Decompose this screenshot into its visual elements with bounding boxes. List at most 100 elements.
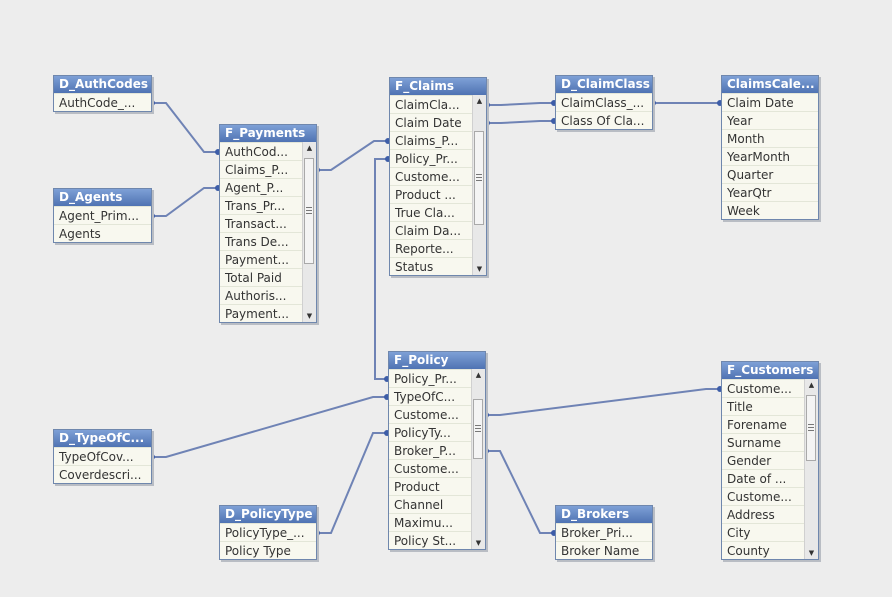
field-row[interactable]: Status <box>390 257 472 275</box>
field-row[interactable]: Claims_P... <box>220 160 302 178</box>
field-row[interactable]: City <box>722 523 804 541</box>
scroll-thumb[interactable] <box>473 399 483 459</box>
field-row[interactable]: Month <box>722 129 818 147</box>
field-row[interactable]: True Cla... <box>390 203 472 221</box>
table-title[interactable]: F_Policy <box>389 352 485 369</box>
scroll-down-arrow-icon[interactable]: ▼ <box>476 265 483 273</box>
field-row[interactable]: PolicyTy... <box>389 423 471 441</box>
field-list: Broker_Pri...Broker Name <box>556 523 652 559</box>
field-row[interactable]: TypeOfC... <box>389 387 471 405</box>
field-row[interactable]: Trans_Pr... <box>220 196 302 214</box>
table-title[interactable]: D_Agents <box>54 189 151 206</box>
field-row[interactable]: Claims_P... <box>390 131 472 149</box>
field-row[interactable]: Claim Date <box>722 93 818 111</box>
field-row[interactable]: Quarter <box>722 165 818 183</box>
scroll-thumb[interactable] <box>304 158 314 264</box>
field-row[interactable]: Forename <box>722 415 804 433</box>
field-row[interactable]: YearMonth <box>722 147 818 165</box>
field-row[interactable]: Gender <box>722 451 804 469</box>
field-row[interactable]: Date of ... <box>722 469 804 487</box>
table-title[interactable]: D_Brokers <box>556 506 652 523</box>
table-title[interactable]: F_Claims <box>390 78 486 95</box>
scroll-down-arrow-icon[interactable]: ▼ <box>475 539 482 547</box>
table-typeofcover[interactable]: D_TypeOfC...TypeOfCov...Coverdescri... <box>53 429 152 484</box>
field-row[interactable]: Year <box>722 111 818 129</box>
link-authcodes-payments <box>152 102 218 153</box>
field-row[interactable]: Surname <box>722 433 804 451</box>
scroll-down-arrow-icon[interactable]: ▼ <box>808 549 815 557</box>
field-row[interactable]: Broker Name <box>556 541 652 559</box>
field-row[interactable]: Address <box>722 505 804 523</box>
scroll-thumb[interactable] <box>474 131 484 225</box>
vertical-scrollbar[interactable]: ▲▼ <box>302 142 316 322</box>
field-row[interactable]: TypeOfCov... <box>54 447 151 465</box>
field-row[interactable]: Custome... <box>722 487 804 505</box>
field-row[interactable]: Agents <box>54 224 151 242</box>
scroll-up-arrow-icon[interactable]: ▲ <box>306 144 313 152</box>
field-row[interactable]: Maximu... <box>389 513 471 531</box>
field-row[interactable]: Broker_P... <box>389 441 471 459</box>
field-row[interactable]: Policy_Pr... <box>390 149 472 167</box>
scroll-up-arrow-icon[interactable]: ▲ <box>475 371 482 379</box>
field-row[interactable]: Payment... <box>220 250 302 268</box>
field-row[interactable]: Custome... <box>389 459 471 477</box>
link-payments-claims <box>317 140 388 171</box>
field-row[interactable]: Claim Date <box>390 113 472 131</box>
field-row[interactable]: Claim Da... <box>390 221 472 239</box>
scroll-up-arrow-icon[interactable]: ▲ <box>808 381 815 389</box>
field-row[interactable]: Reporte... <box>390 239 472 257</box>
field-row[interactable]: Product <box>389 477 471 495</box>
scroll-down-arrow-icon[interactable]: ▼ <box>306 312 313 320</box>
scroll-thumb[interactable] <box>806 395 816 461</box>
field-row[interactable]: Agent_P... <box>220 178 302 196</box>
field-row[interactable]: County <box>722 541 804 559</box>
field-row[interactable]: Transact... <box>220 214 302 232</box>
field-row[interactable]: Custome... <box>390 167 472 185</box>
table-title[interactable]: D_AuthCodes <box>54 76 151 93</box>
field-row[interactable]: Authoris... <box>220 286 302 304</box>
field-row[interactable]: Channel <box>389 495 471 513</box>
field-row[interactable]: Class Of Cla... <box>556 111 652 129</box>
field-row[interactable]: Total Paid <box>220 268 302 286</box>
vertical-scrollbar[interactable]: ▲▼ <box>471 369 485 549</box>
field-row[interactable]: Title <box>722 397 804 415</box>
field-row[interactable]: ClaimCla... <box>390 95 472 113</box>
table-title[interactable]: D_PolicyType <box>220 506 316 523</box>
field-row[interactable]: Custome... <box>722 379 804 397</box>
field-row[interactable]: Broker_Pri... <box>556 523 652 541</box>
field-row[interactable]: ClaimClass_... <box>556 93 652 111</box>
field-row[interactable]: YearQtr <box>722 183 818 201</box>
vertical-scrollbar[interactable]: ▲▼ <box>804 379 818 559</box>
field-row[interactable]: Product ... <box>390 185 472 203</box>
field-row[interactable]: AuthCod... <box>220 142 302 160</box>
field-row[interactable]: Agent_Prim... <box>54 206 151 224</box>
field-row[interactable]: Payment... <box>220 304 302 322</box>
field-row[interactable]: Trans De... <box>220 232 302 250</box>
field-row[interactable]: Week <box>722 201 818 219</box>
field-row[interactable]: AuthCode_... <box>54 93 151 111</box>
field-row[interactable]: Policy St... <box>389 531 471 549</box>
table-title[interactable]: D_TypeOfC... <box>54 430 151 447</box>
field-row[interactable]: Coverdescri... <box>54 465 151 483</box>
scroll-up-arrow-icon[interactable]: ▲ <box>476 97 483 105</box>
field-row[interactable]: PolicyType_... <box>220 523 316 541</box>
table-title[interactable]: ClaimsCale... <box>722 76 818 93</box>
table-title[interactable]: F_Payments <box>220 125 316 142</box>
field-row[interactable]: Custome... <box>389 405 471 423</box>
table-title[interactable]: D_ClaimClass <box>556 76 652 93</box>
field-row[interactable]: Policy_Pr... <box>389 369 471 387</box>
vertical-scrollbar[interactable]: ▲▼ <box>472 95 486 275</box>
table-title[interactable]: F_Customers <box>722 362 818 379</box>
field-row[interactable]: Policy Type <box>220 541 316 559</box>
